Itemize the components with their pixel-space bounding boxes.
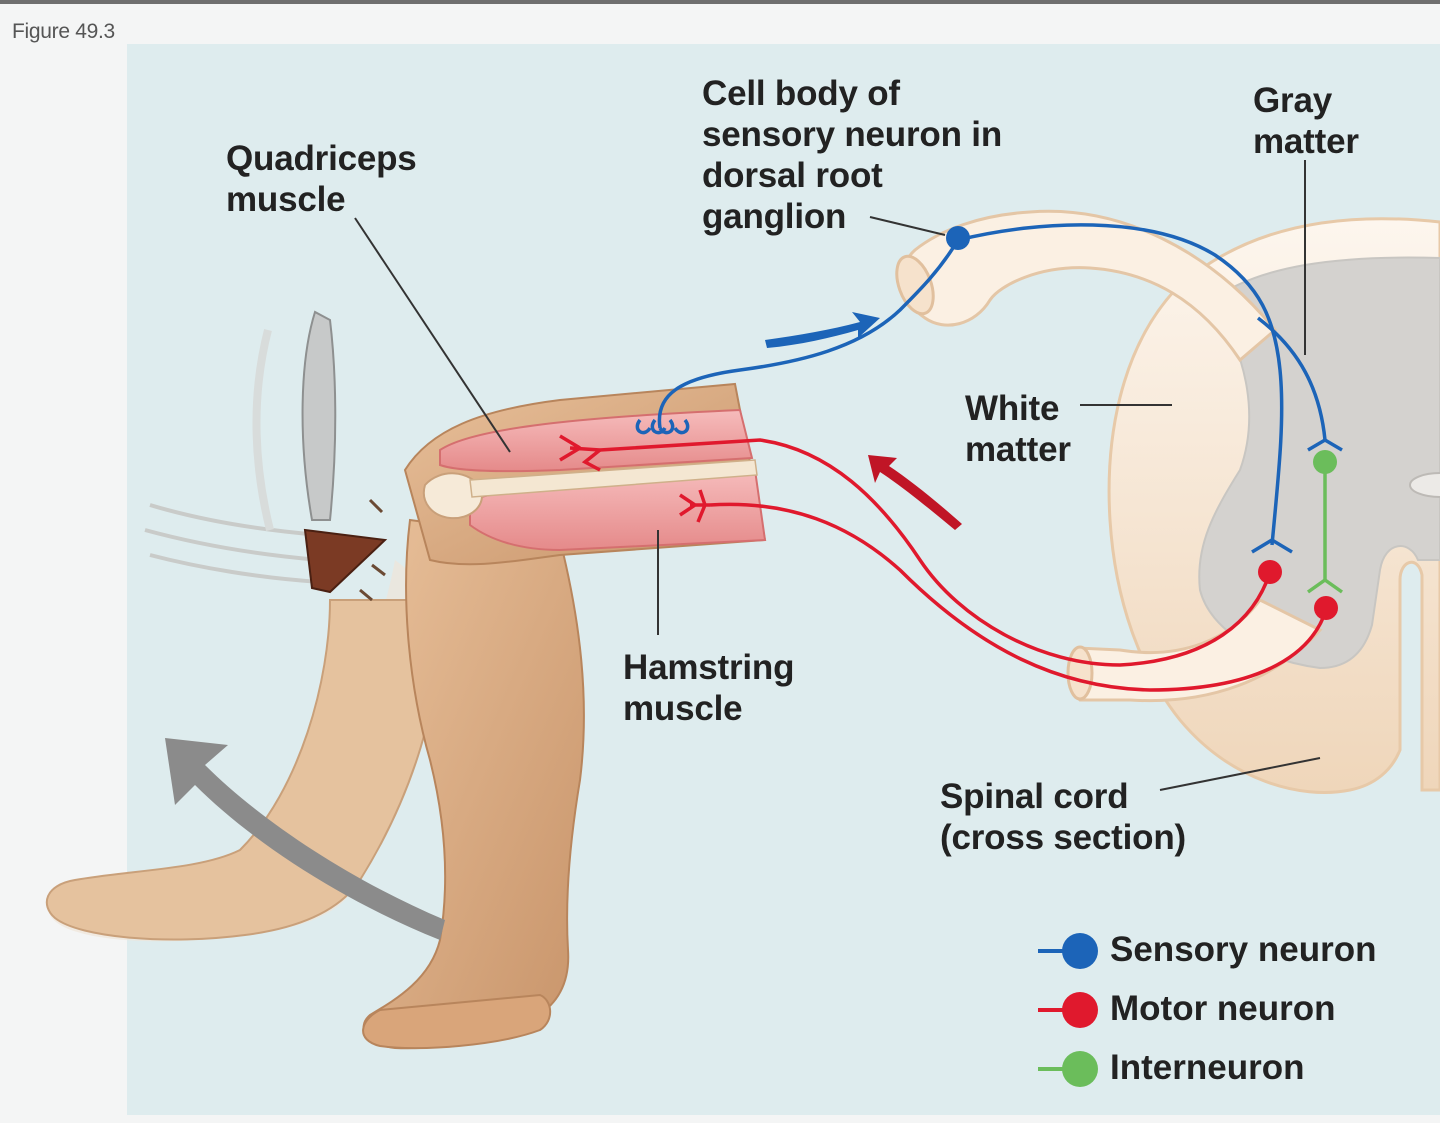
motor-axon-quadriceps xyxy=(599,438,1272,667)
legend-label: Interneuron xyxy=(1110,1048,1305,1087)
legend-swatch-dot xyxy=(1062,992,1098,1028)
sensory-signal-arrow xyxy=(765,312,880,348)
motor-neurons xyxy=(559,434,1328,692)
interneuron xyxy=(1306,462,1344,594)
figure-caption: Figure 49.3 xyxy=(12,20,115,43)
label-line: matter xyxy=(965,430,1071,469)
motor-cell-body-2 xyxy=(1314,596,1338,620)
interneuron-terminal xyxy=(1306,577,1344,594)
sensory-cell-body xyxy=(946,226,970,250)
front-foot xyxy=(362,993,552,1050)
label-line: Quadriceps xyxy=(226,139,417,178)
sensory-terminal-motor xyxy=(1251,537,1293,554)
label-line: muscle xyxy=(623,689,743,728)
label-line: dorsal root xyxy=(702,156,883,195)
hammer-handle xyxy=(301,310,337,521)
label-line: Hamstring xyxy=(623,648,795,687)
sensory-axon-central xyxy=(957,223,1284,546)
hamstring-terminals xyxy=(679,489,710,523)
sensory-branch-to-interneuron xyxy=(1256,316,1327,441)
hammer-head xyxy=(303,528,388,594)
kneecap-tendon xyxy=(422,472,483,520)
label-line: Gray xyxy=(1253,81,1332,120)
leg-kick-arrow xyxy=(165,738,445,940)
label-line: sensory neuron in xyxy=(702,115,1002,154)
femur-bone xyxy=(469,459,758,498)
hammer-motion-streaks xyxy=(144,503,321,584)
label-line: White xyxy=(965,389,1060,428)
impact-mark xyxy=(359,498,386,602)
interneuron-cell-body xyxy=(1313,450,1337,474)
sensory-neuron xyxy=(635,223,1343,554)
label-spinal-cord: Spinal cord (cross section) xyxy=(940,776,1186,858)
leader-spinal-cord xyxy=(1159,757,1321,791)
sensory-axon-peripheral xyxy=(657,239,960,429)
stretch-receptor xyxy=(635,418,690,435)
legend-swatch-dot xyxy=(1062,933,1098,969)
spinal-cord xyxy=(895,209,1440,794)
motor-axon-hamstring xyxy=(709,502,1328,692)
label-line: matter xyxy=(1253,122,1359,161)
label-gray-matter: Gray matter xyxy=(1253,80,1359,162)
label-line: muscle xyxy=(226,180,346,219)
reflex-hammer xyxy=(144,310,388,602)
sensory-terminal-interneuron xyxy=(1307,437,1343,452)
leader-cell-body xyxy=(869,216,946,236)
motor-cell-body-1 xyxy=(1258,560,1282,584)
label-quadriceps-muscle: Quadriceps muscle xyxy=(226,138,417,220)
quadriceps-terminals xyxy=(559,434,602,472)
leader-lines xyxy=(354,160,1321,791)
label-cell-body: Cell body of sensory neuron in dorsal ro… xyxy=(702,73,1002,237)
label-white-matter: White matter xyxy=(965,388,1071,470)
hammer-ghost-handle xyxy=(252,329,274,531)
central-canal xyxy=(1409,472,1440,498)
legend-label: Sensory neuron xyxy=(1110,930,1377,969)
legend-label: Motor neuron xyxy=(1110,989,1336,1028)
leader-quadriceps xyxy=(354,217,511,453)
label-line: Spinal cord xyxy=(940,777,1129,816)
label-line: (cross section) xyxy=(940,818,1186,857)
label-line: ganglion xyxy=(702,197,847,236)
ventral-root-cut-end xyxy=(1066,645,1094,701)
label-hamstring-muscle: Hamstring muscle xyxy=(623,647,794,729)
top-border xyxy=(0,0,1440,4)
back-lower-leg xyxy=(45,599,442,941)
motor-signal-arrow xyxy=(868,455,962,530)
label-line: Cell body of xyxy=(702,74,900,113)
legend-swatch-dot xyxy=(1062,1051,1098,1087)
